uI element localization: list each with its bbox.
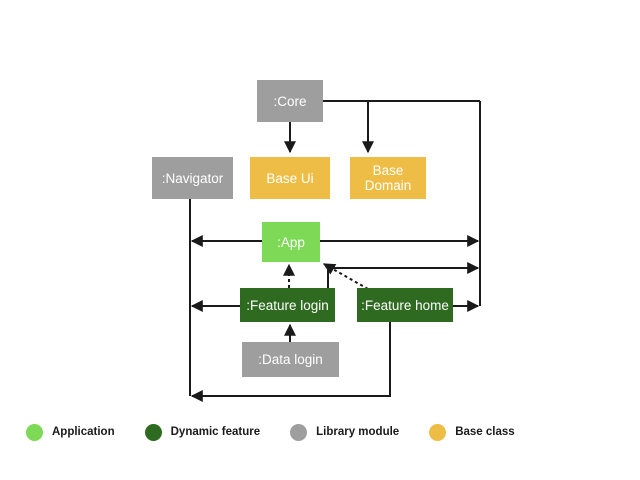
edge-core-to-right-bus xyxy=(323,100,481,306)
legend-swatch-icon xyxy=(429,423,447,441)
node-base-domain[interactable]: Base Domain xyxy=(350,157,426,199)
node-data-login[interactable]: :Data login xyxy=(242,342,339,377)
legend-item-application: Application xyxy=(26,423,115,441)
legend-label: Base class xyxy=(455,426,515,438)
legend-swatch-icon xyxy=(26,423,43,441)
legend-item-dynamic-feature: Dynamic feature xyxy=(144,423,261,441)
legend-swatch-icon xyxy=(144,423,162,441)
node-core[interactable]: :Core xyxy=(257,80,323,122)
edge-feature-home-to-left-bus xyxy=(190,322,391,402)
legend-swatch-icon xyxy=(290,423,308,441)
edge-feature-home-to-app-dashed xyxy=(322,263,369,290)
node-feature-home[interactable]: :Feature home xyxy=(357,288,453,322)
legend-label: Library module xyxy=(316,426,400,438)
legend-item-base-class: Base class xyxy=(429,423,515,441)
node-feature-login[interactable]: :Feature login xyxy=(240,288,335,322)
node-app[interactable]: :App xyxy=(262,222,320,262)
legend-item-library-module: Library module xyxy=(290,423,400,441)
legend: Application Dynamic feature Library module… xyxy=(26,418,616,446)
legend-label: Application xyxy=(52,426,115,438)
node-base-ui[interactable]: Base Ui xyxy=(250,157,330,199)
node-navigator[interactable]: :Navigator xyxy=(152,157,233,199)
legend-label: Dynamic feature xyxy=(170,426,261,438)
